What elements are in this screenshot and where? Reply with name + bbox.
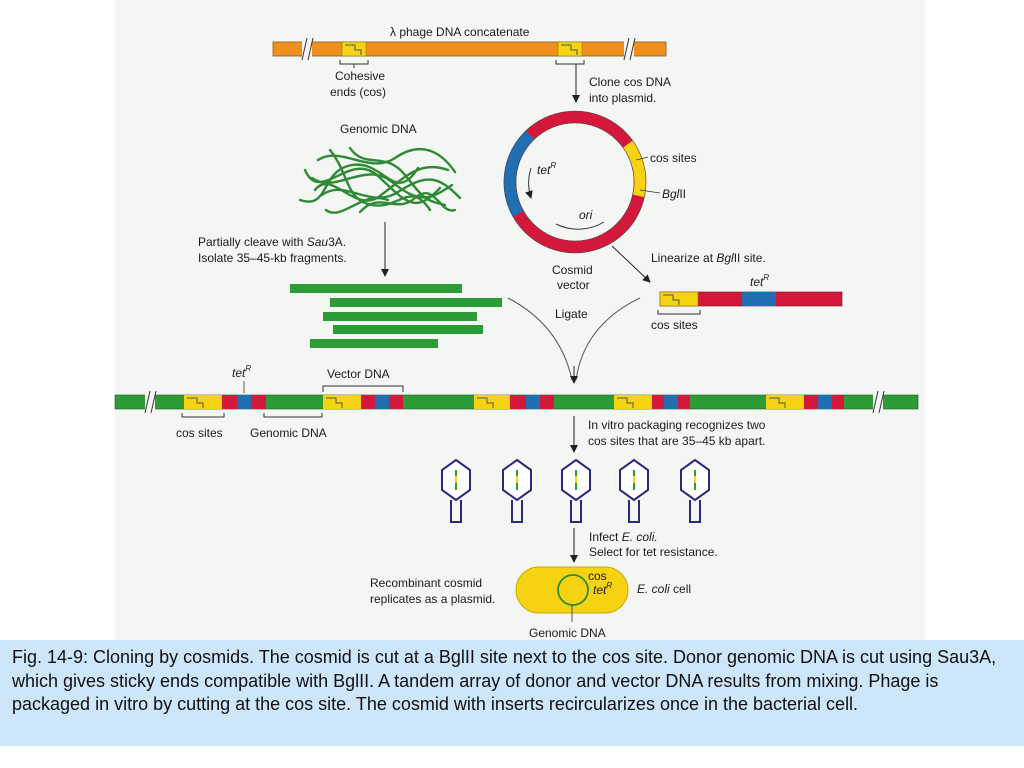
partial-cleave-label-2: Isolate 35–45-kb fragments. — [198, 251, 347, 265]
tet-region — [503, 130, 535, 217]
vector-unit-5 — [766, 395, 844, 409]
cos-sites-label-linear: cos sites — [651, 318, 698, 332]
infect-label-1: Infect E. coli. — [589, 530, 658, 544]
array-break-right — [872, 390, 885, 414]
array-break-left — [144, 390, 157, 414]
cos-bracket-array — [181, 413, 225, 418]
phage-5 — [680, 459, 710, 523]
vector-dna-bracket — [322, 385, 404, 392]
bglii-label: BglII — [662, 187, 686, 201]
ecoli-cell-label: E. coli cell — [637, 582, 691, 596]
fragment-5 — [310, 339, 438, 348]
linear-cos-site — [659, 291, 699, 307]
cosmid-vector-plasmid — [503, 110, 647, 254]
packaged-phages — [441, 459, 710, 523]
phage-4 — [619, 459, 649, 523]
cos-site-right — [557, 41, 583, 57]
partial-cleave-label-1: Partially cleave with Sau3A. — [198, 235, 346, 249]
genomic-dna-label-array: Genomic DNA — [250, 426, 327, 440]
genomic-dna-label-bottom: Genomic DNA — [529, 626, 606, 640]
cos-sites-region — [623, 140, 647, 198]
cos-site-left — [341, 41, 367, 57]
genomic-bracket-array — [263, 413, 323, 418]
lambda-break-right — [623, 37, 636, 61]
arrow-linearize — [611, 245, 651, 283]
recombinant-label-1: Recombinant cosmid — [370, 576, 482, 590]
cos-label-cell: cos — [588, 569, 607, 583]
cos-bracket-right — [555, 60, 585, 65]
lambda-dna-bar — [272, 41, 667, 57]
in-vitro-label-1: In vitro packaging recognizes two — [588, 418, 766, 432]
infect-label-2: Select for tet resistance. — [589, 545, 718, 559]
cohesive-ends-label-2: ends (cos) — [330, 85, 386, 99]
tet-label-linear: tetR — [750, 273, 769, 289]
lambda-title: λ phage DNA concatenate — [390, 25, 530, 39]
vector-dna-label: Vector DNA — [327, 367, 390, 381]
ligate-curve-left — [507, 297, 573, 381]
ori-direction-arrow — [555, 221, 605, 230]
lambda-dna-concatenate — [272, 37, 667, 61]
cos-sites-label-plasmid: cos sites — [650, 151, 697, 165]
ecoli-cell — [515, 566, 629, 614]
in-vitro-label-2: cos sites that are 35–45 kb apart. — [588, 434, 765, 448]
cohesive-ends-label-1: Cohesive — [335, 69, 385, 83]
cosmid-label-2: vector — [557, 278, 590, 292]
ori-label: ori — [579, 208, 593, 222]
cos-bracket-linear — [657, 310, 701, 315]
phage-1 — [441, 459, 471, 523]
cosmid-cloning-diagram: λ phage DNA concatenate Cohesive ends (c… — [114, 25, 919, 640]
tandem-array — [114, 390, 919, 414]
fragment-1 — [290, 284, 462, 293]
fragment-4 — [333, 325, 483, 334]
clone-cos-label-1: Clone cos DNA — [589, 75, 671, 89]
tet-label-array: tetR — [232, 364, 251, 380]
recombinant-cosmid-circle — [557, 574, 589, 606]
cos-bracket-left — [339, 60, 369, 68]
genomic-dna-tangle — [298, 146, 462, 214]
vector-unit-4 — [614, 395, 690, 409]
fragment-2 — [330, 298, 502, 307]
fragment-3 — [323, 312, 477, 321]
recombinant-label-2: replicates as a plasmid. — [370, 592, 495, 606]
plasmid-outer-outline — [503, 110, 647, 254]
figure-caption: Fig. 14-9: Cloning by cosmids. The cosmi… — [12, 647, 997, 714]
linear-tet-region — [742, 292, 776, 306]
lambda-break-left — [301, 37, 314, 61]
phage-3 — [561, 459, 591, 523]
ligate-curve-right — [575, 297, 641, 381]
cos-sites-pointer — [635, 156, 649, 161]
genomic-fragments — [290, 284, 502, 348]
diagram-background — [115, 0, 925, 640]
linearize-label: Linearize at BglII site. — [651, 251, 766, 265]
tet-label-cell: tetR — [593, 581, 612, 597]
cos-sites-label-array: cos sites — [176, 426, 223, 440]
clone-cos-label-2: into plasmid. — [589, 91, 656, 105]
cosmid-label-1: Cosmid — [552, 263, 593, 277]
vector-unit-3 — [474, 395, 554, 409]
genomic-dna-title: Genomic DNA — [340, 122, 417, 136]
linearized-cosmid — [659, 291, 843, 307]
phage-2 — [502, 459, 532, 523]
plasmid-inner-outline — [515, 122, 635, 242]
vector-unit-1 — [184, 395, 266, 409]
tet-label-plasmid: tetR — [537, 161, 556, 177]
ligate-label: Ligate — [555, 307, 588, 321]
tet-direction-arrow — [525, 167, 533, 199]
caption-box: Fig. 14-9: Cloning by cosmids. The cosmi… — [0, 640, 1024, 746]
bglii-pointer — [639, 189, 661, 194]
vector-unit-2 — [323, 395, 403, 409]
